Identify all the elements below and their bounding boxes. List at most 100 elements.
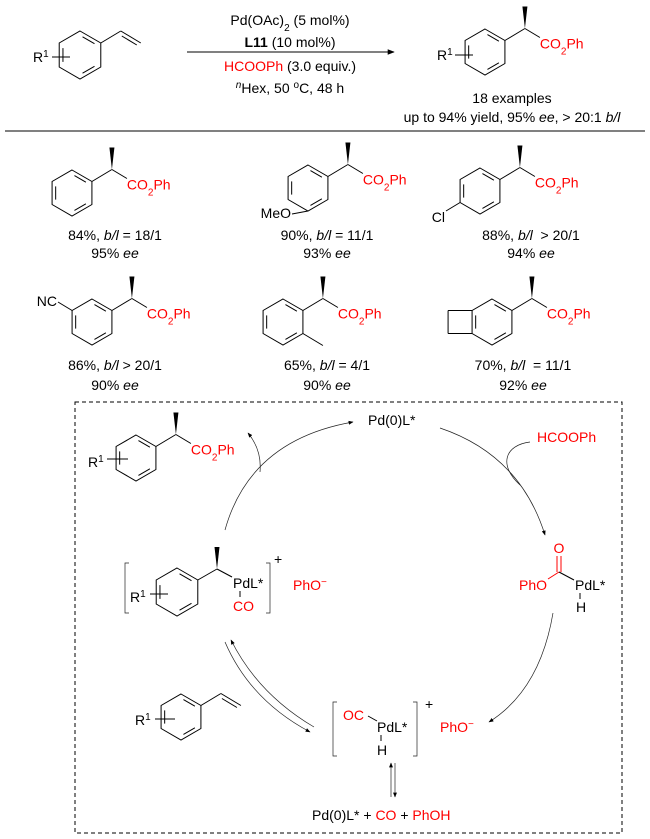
text-fragment: PdL*: [377, 719, 408, 735]
text-fragment: b/l: [104, 357, 120, 373]
text-fragment: CO: [338, 306, 359, 322]
stereo-wedge-methyl: [320, 276, 326, 299]
yield-selectivity-text: 88%, b/l > 20/1: [482, 227, 580, 243]
pd0-catalyst-label: Pd(0)L*: [368, 412, 416, 428]
compound-chlorophenyl-ring: [459, 167, 501, 215]
text-fragment: 2: [556, 185, 562, 196]
stereo-wedge-methyl: [109, 147, 115, 170]
text-fragment: PhO: [440, 719, 468, 735]
text-fragment: +: [425, 696, 433, 712]
aromatic-double-bond: [487, 62, 500, 70]
text-fragment: b/l: [104, 227, 120, 243]
text-fragment: > 20/1: [119, 357, 162, 373]
aryl-bond: [511, 298, 533, 311]
ester-group-co2ph: CO2Ph: [363, 172, 407, 194]
bracket-right: [266, 562, 271, 614]
text-fragment: > 20/1: [533, 227, 580, 243]
ester-bond: [524, 28, 541, 38]
bracket-left: [124, 562, 129, 614]
text-fragment: CO: [191, 442, 212, 458]
text-fragment: Pd(0)L*: [368, 412, 416, 428]
text-fragment: H: [576, 599, 586, 615]
text-fragment: PhO: [519, 577, 547, 593]
text-fragment: NC: [37, 293, 57, 309]
vinyl-double-bond: [120, 30, 142, 44]
alkyl-pd-ring: [155, 567, 199, 617]
vinyl-bond: [100, 30, 122, 44]
compound-methoxyphenyl-ring: [287, 164, 329, 212]
text-fragment: ee: [539, 245, 555, 261]
text-fragment: 1: [140, 589, 146, 600]
aromatic-double-bond: [310, 170, 323, 178]
carbonyl-ligand-label: OC: [343, 707, 364, 723]
cation-charge: +: [425, 696, 433, 712]
yield-selectivity-text: 65%, b/l = 4/1: [284, 357, 370, 373]
aromatic-double-bond: [482, 173, 495, 181]
migratory-insertion-arrow-reverse: [230, 639, 315, 728]
bracket-left: [332, 701, 337, 757]
aromatic-double-bond: [179, 602, 192, 611]
ester-bond: [131, 298, 148, 308]
product-ring: [464, 28, 506, 76]
ee-text: 93% ee: [303, 245, 351, 261]
ester-bond: [175, 434, 192, 444]
r1-substituent-label: R1: [437, 47, 453, 64]
stereo-wedge-methyl: [129, 276, 135, 299]
text-fragment: Ph: [566, 36, 583, 52]
stereo-wedge-methyl: [214, 547, 220, 569]
r1-substituent-label: R1: [135, 712, 151, 729]
ee-text: 90% ee: [303, 377, 351, 393]
methoxy-bond: [291, 210, 309, 215]
carbonyl-ligand-label: CO: [233, 598, 254, 614]
ester-bond: [322, 298, 339, 308]
aromatic-double-bond: [183, 699, 196, 707]
yield-selectivity-text: 86%, b/l > 20/1: [68, 357, 162, 373]
text-fragment: up to 94% yield, 95%: [404, 109, 539, 125]
cycle-arrow-co-release: [488, 612, 554, 723]
carbonyl-oxygen-label: O: [554, 540, 565, 556]
pdl-label: PdL*: [377, 719, 408, 735]
stereo-wedge-methyl: [522, 6, 528, 29]
conditions-label: nHex, 50 oC, 48 h: [236, 80, 344, 97]
aromatic-double-bond: [82, 65, 95, 74]
aromatic-double-bond: [82, 36, 95, 45]
hydride-label: H: [377, 742, 387, 758]
aryl-bond: [111, 298, 133, 311]
ortho-methyl-bond: [302, 333, 324, 346]
phenoxide-anion-label: PhO−: [440, 719, 474, 736]
text-fragment: ee: [539, 109, 555, 125]
text-fragment: (5 mol%): [290, 12, 350, 28]
ester-group-co2ph: CO2Ph: [147, 306, 191, 328]
text-fragment: +: [396, 807, 412, 823]
aromatic-double-bond: [94, 304, 107, 312]
text-fragment: b/l: [320, 357, 336, 373]
cycle-arrow-reductive-elimination: [224, 420, 354, 531]
text-fragment: 88%,: [482, 227, 518, 243]
text-fragment: CO: [147, 306, 168, 322]
text-fragment: 1: [98, 454, 104, 465]
text-fragment: CO: [233, 598, 254, 614]
text-fragment: b/l: [510, 357, 526, 373]
text-fragment: 1: [43, 49, 49, 60]
bracket-right: [413, 701, 418, 757]
text-fragment: Ph: [573, 306, 590, 322]
text-fragment: Ph: [153, 177, 170, 193]
aromatic-double-bond: [183, 727, 196, 735]
text-fragment: R: [437, 47, 447, 63]
text-fragment: Ph: [217, 442, 234, 458]
text-fragment: Ph: [173, 306, 190, 322]
cycle-product-ring: [115, 434, 157, 482]
stereo-wedge-methyl: [517, 145, 523, 168]
chloro-bond: [445, 202, 461, 212]
text-fragment: PdL*: [233, 575, 264, 591]
text-fragment: 86%,: [68, 357, 104, 373]
text-fragment: 95%: [91, 245, 123, 261]
text-fragment: MeO: [261, 205, 291, 221]
aryl-bond: [91, 169, 113, 182]
migratory-insertion-arrow-forward: [224, 641, 311, 733]
mechanism-dashed-frame: [74, 401, 623, 834]
aryl-bond: [155, 434, 177, 447]
text-fragment: R: [88, 454, 98, 470]
stereo-wedge-methyl: [345, 142, 351, 165]
text-fragment: ee: [531, 377, 547, 393]
